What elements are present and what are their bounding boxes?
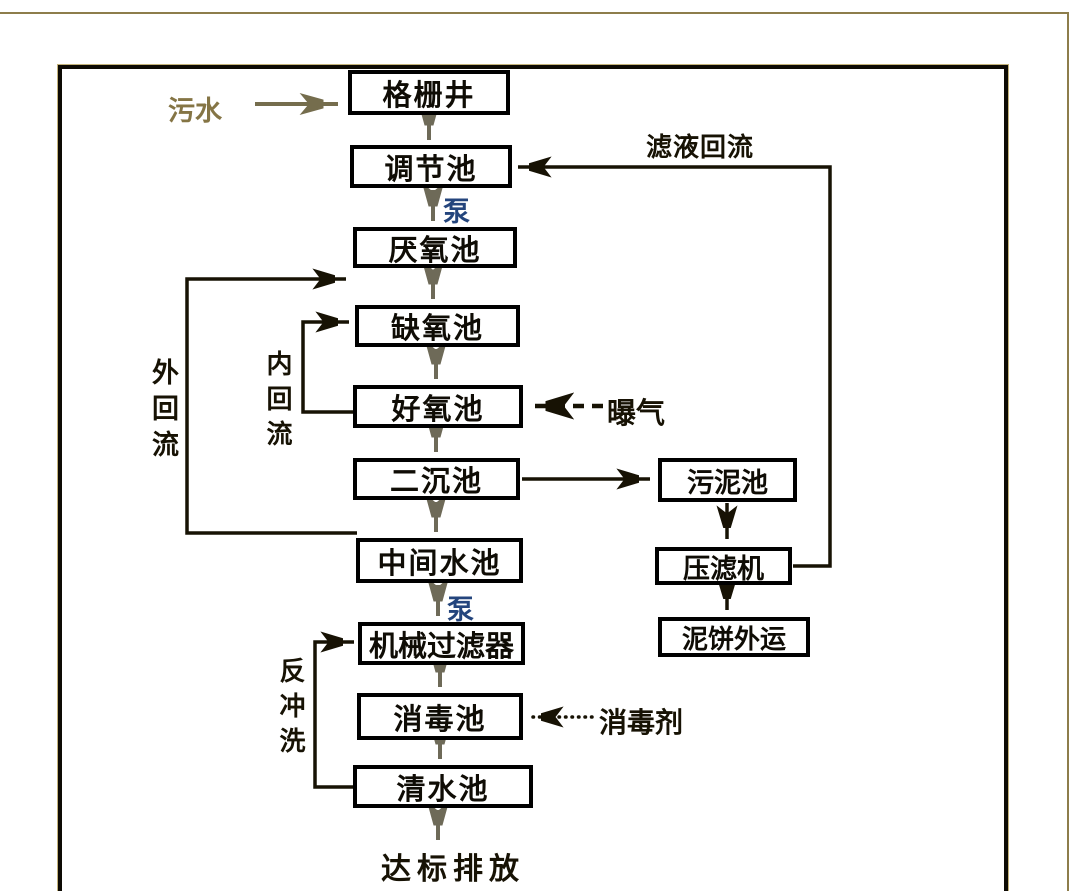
node-mud-cake-out: 泥饼外运 (658, 617, 810, 657)
node-intermediate-tank: 中间水池 (356, 538, 523, 583)
edge-backwash (313, 642, 354, 789)
internal-recirculation-label: 内回流 (263, 350, 292, 455)
external-recirculation-label: 外回流 (148, 358, 178, 466)
node-anaerobic-tank: 厌氧池 (353, 227, 517, 268)
main-flow-arrows (429, 117, 440, 840)
node-mechanical-filter: 机械过滤器 (358, 622, 525, 665)
node-regulating-tank: 调节池 (350, 145, 512, 188)
node-clean-water-tank: 清水池 (353, 765, 533, 808)
node-anoxic-tank: 缺氧池 (355, 305, 520, 347)
node-grid-well: 格栅井 (348, 70, 510, 115)
aeration-label: 曝气 (607, 398, 666, 430)
discharge-label: 达标排放 (381, 853, 525, 886)
edge-internal-recirculation (301, 322, 354, 414)
disinfectant-label: 消毒剂 (599, 708, 684, 739)
node-aerobic-tank: 好氧池 (353, 385, 523, 428)
pump-label-2: 泵 (447, 595, 474, 625)
node-filter-press: 压滤机 (655, 547, 792, 585)
node-sludge-tank: 污泥池 (658, 458, 797, 502)
node-secondary-sedimentation-tank: 二沉池 (353, 458, 520, 500)
pump-label-1: 泵 (443, 197, 470, 227)
node-disinfection-tank: 消毒池 (357, 693, 523, 740)
branch-lines (185, 167, 832, 789)
filtrate-return-label: 滤液回流 (646, 133, 755, 162)
edge-external-recirculation (185, 279, 357, 535)
backwash-label: 反冲洗 (276, 657, 305, 762)
influent-label: 污水 (168, 96, 222, 126)
edge-filtrate-return (518, 167, 832, 568)
